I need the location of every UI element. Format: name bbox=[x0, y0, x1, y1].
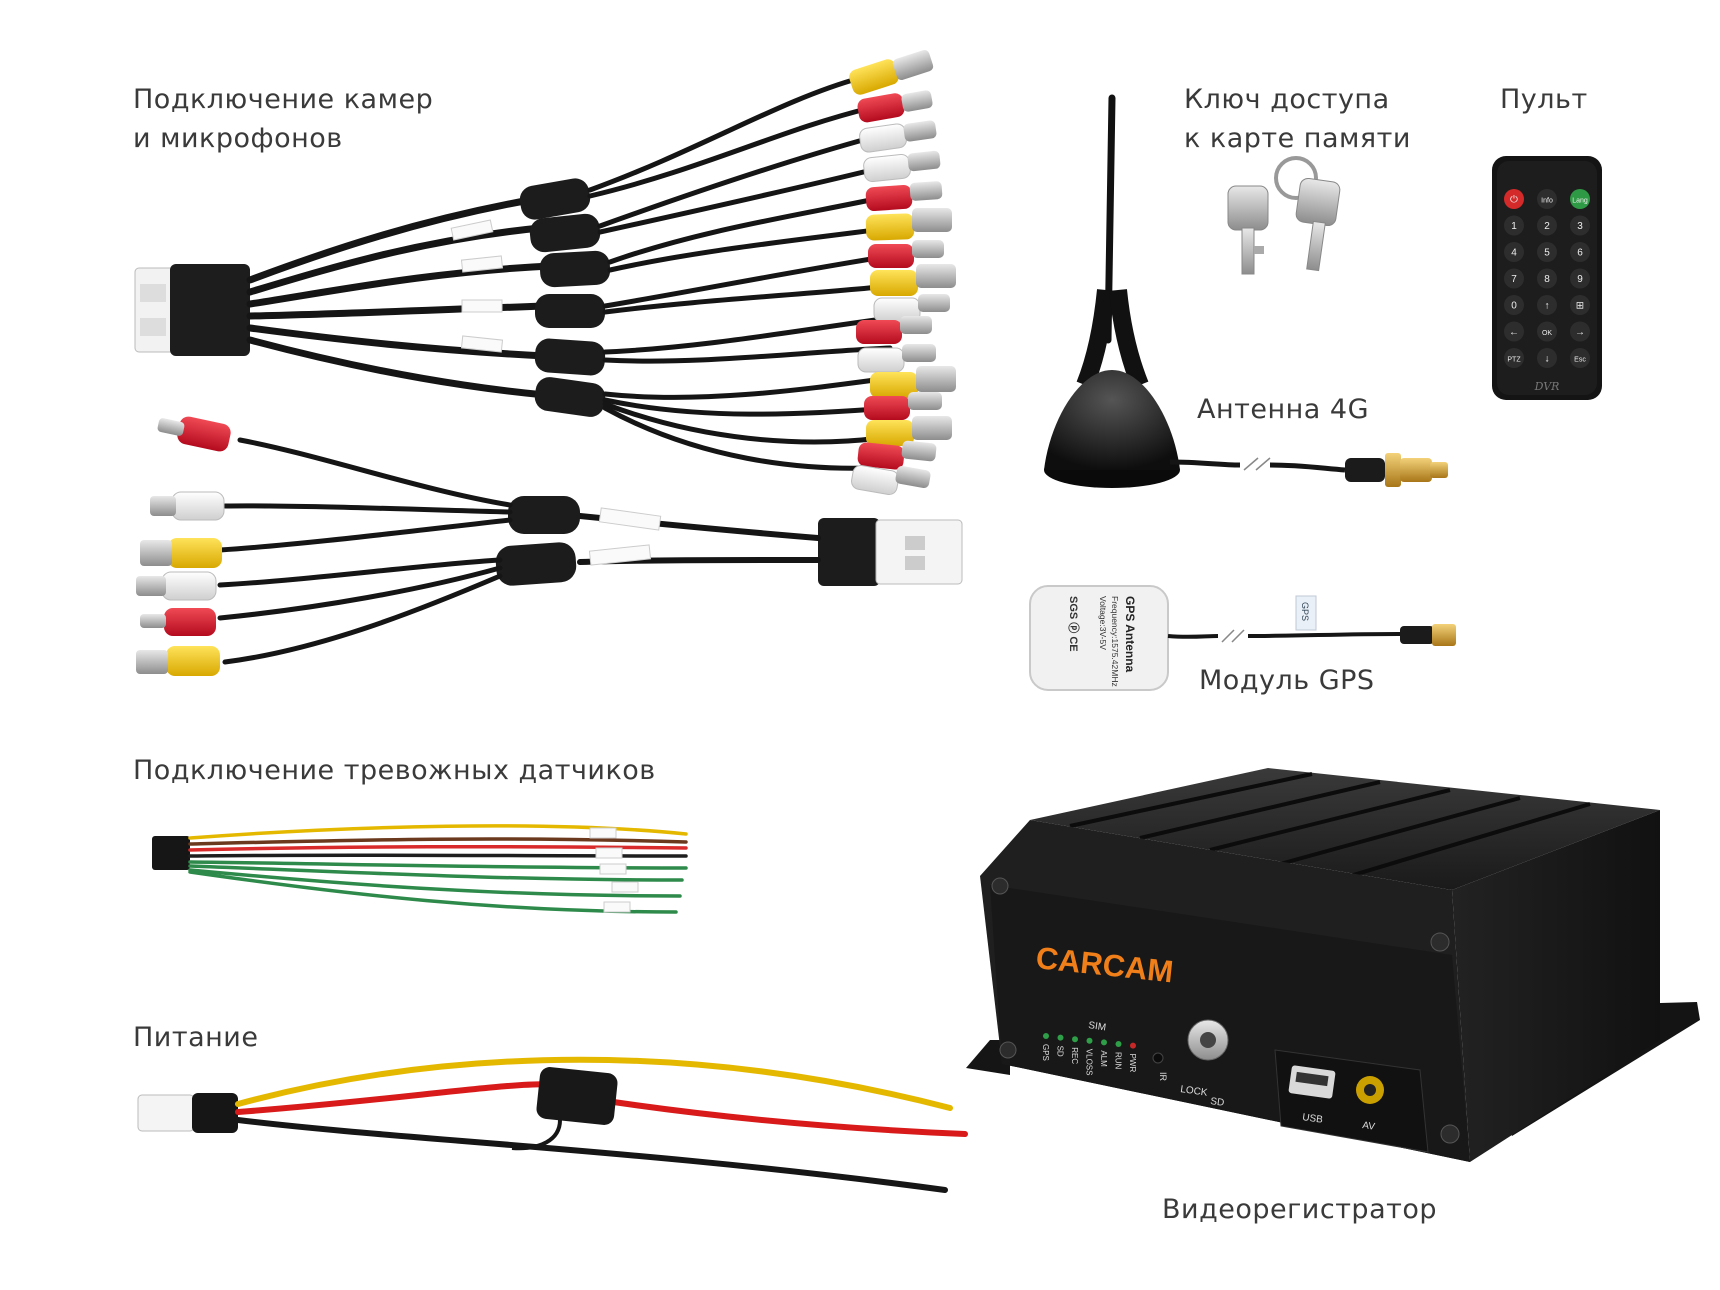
remote-key bbox=[1570, 295, 1590, 315]
remote-key bbox=[1504, 268, 1524, 289]
remote-key bbox=[1570, 215, 1590, 236]
remote-key-label: Lang bbox=[1572, 198, 1588, 205]
gps-tag: GPS bbox=[1300, 602, 1310, 621]
remote-key bbox=[1504, 321, 1524, 342]
remote-key-label: PTZ bbox=[1507, 357, 1521, 364]
remote-key-label: OK bbox=[1542, 330, 1552, 337]
cameras-label: Подключение камер и микрофонов bbox=[133, 80, 433, 158]
remote-key bbox=[1537, 268, 1557, 289]
remote-control: ⏻ Info Lang 1 2 3 4 5 6 7 8 9 0 ↑ ⊞ ← OK → PTZ ↓ Esc DVR bbox=[1492, 156, 1602, 400]
gps-frequency: Frequency:1575.42MHz bbox=[1110, 596, 1120, 687]
antenna-label: Антенна 4G bbox=[1197, 394, 1369, 425]
dvr-led-label: VLOSS bbox=[1085, 1049, 1094, 1076]
remote-key bbox=[1537, 215, 1557, 236]
dvr-led-label: RUN bbox=[1114, 1052, 1123, 1070]
remote-key-label: 5 bbox=[1544, 248, 1550, 259]
key-label-line2: к карте памяти bbox=[1184, 123, 1411, 154]
gps-voltage: Voltage:3V-5V bbox=[1098, 596, 1108, 650]
remote-key bbox=[1504, 189, 1524, 209]
key-label-line1: Ключ доступа bbox=[1184, 84, 1390, 115]
remote-key-label: Esc bbox=[1574, 357, 1586, 364]
dvr-led-label: GPS bbox=[1041, 1044, 1050, 1061]
remote-key-label: ⊞ bbox=[1576, 301, 1584, 312]
remote-label: Пульт bbox=[1500, 84, 1588, 115]
dvr-usb: USB bbox=[1302, 1112, 1324, 1126]
remote-key-label: ↑ bbox=[1545, 301, 1550, 312]
remote-key bbox=[1537, 189, 1557, 209]
key-label: Ключ доступа к карте памяти bbox=[1184, 80, 1411, 158]
remote-key-label: 3 bbox=[1577, 221, 1583, 232]
dvr-led bbox=[1115, 1041, 1122, 1047]
remote-key bbox=[1504, 295, 1524, 315]
alarm-label: Подключение тревожных датчиков bbox=[133, 755, 656, 786]
remote-key-label: 2 bbox=[1544, 221, 1550, 232]
remote-key bbox=[1504, 215, 1524, 236]
cameras-label-line1: Подключение камер bbox=[133, 84, 434, 115]
dvr-av: AV bbox=[1362, 1120, 1376, 1133]
dvr-led-label: ALM bbox=[1099, 1050, 1108, 1067]
dvr-sim: SIM bbox=[1088, 1020, 1107, 1033]
remote-key bbox=[1570, 189, 1590, 209]
dvr-led-label: SD bbox=[1056, 1046, 1065, 1057]
gps-title: GPS Antenna bbox=[1123, 596, 1137, 673]
dvr-sd: SD bbox=[1210, 1096, 1225, 1109]
dvr-led bbox=[1101, 1039, 1107, 1046]
remote-key bbox=[1537, 321, 1557, 342]
remote-key-label: 8 bbox=[1544, 274, 1550, 285]
power-label: Питание bbox=[133, 1022, 259, 1053]
gps-marks: SGS ⓟ CE bbox=[1067, 596, 1081, 652]
remote-key bbox=[1504, 242, 1524, 262]
remote-key-label: 7 bbox=[1511, 274, 1517, 285]
remote-key-label: ↓ bbox=[1545, 354, 1550, 365]
antenna-4g bbox=[1044, 94, 1448, 488]
dvr-led bbox=[1130, 1042, 1136, 1049]
remote-key-label: → bbox=[1575, 327, 1585, 338]
remote-brand: DVR bbox=[1534, 380, 1560, 393]
remote-key-label: 9 bbox=[1577, 274, 1583, 285]
keys-illustration bbox=[1227, 156, 1341, 275]
remote-key-label: 4 bbox=[1511, 248, 1517, 259]
remote-key-label: 0 bbox=[1511, 301, 1517, 312]
remote-key-label: Info bbox=[1541, 198, 1553, 205]
remote-key bbox=[1537, 295, 1557, 315]
remote-key-label: ← bbox=[1509, 327, 1519, 338]
dvr-led bbox=[1072, 1036, 1078, 1043]
remote-key bbox=[1537, 348, 1557, 368]
remote-key bbox=[1537, 242, 1557, 262]
remote-key bbox=[1570, 268, 1590, 289]
dvr-led-label: REC bbox=[1070, 1047, 1079, 1064]
remote-key-label: 6 bbox=[1577, 248, 1583, 259]
remote-key-label: ⏻ bbox=[1510, 195, 1518, 206]
gps-label: Модуль GPS bbox=[1199, 665, 1375, 696]
dvr-led bbox=[1057, 1034, 1064, 1041]
dvr-label: Видеорегистратор bbox=[1162, 1194, 1437, 1225]
cameras-label-line2: и микрофонов bbox=[133, 123, 343, 154]
gps-module: GPS Antenna Frequency:1575.42MHz Voltage… bbox=[1029, 585, 1456, 691]
dvr-led bbox=[1086, 1037, 1093, 1044]
camera-harness bbox=[134, 49, 956, 496]
alarm-wires bbox=[152, 824, 688, 914]
av-harness bbox=[136, 416, 963, 676]
remote-key bbox=[1570, 242, 1590, 262]
remote-key bbox=[1504, 348, 1524, 368]
remote-key bbox=[1570, 321, 1590, 342]
dvr-led-label: PWR bbox=[1128, 1054, 1137, 1073]
remote-key bbox=[1570, 348, 1590, 368]
dvr-ir: IR bbox=[1158, 1072, 1168, 1082]
power-cable bbox=[137, 1056, 968, 1193]
remote-key-label: 1 bbox=[1511, 221, 1517, 232]
dvr-led bbox=[1043, 1033, 1049, 1039]
dvr-lock: LOCK bbox=[1180, 1084, 1209, 1099]
